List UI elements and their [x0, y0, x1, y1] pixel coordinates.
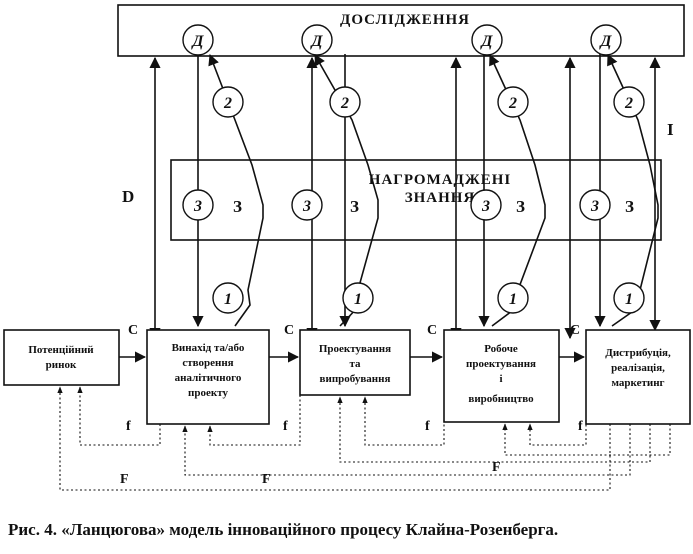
stage-2-line-1: та: [349, 358, 361, 370]
c-label-4: C: [570, 323, 580, 338]
knowledge-label-line1: НАГРОМАДЖЕНІ: [369, 172, 511, 188]
node-1-1-label: 1: [224, 291, 232, 308]
link-label-I: I: [667, 120, 674, 139]
node-1-2: [342, 282, 374, 314]
stage-box-distribution: [585, 329, 691, 425]
F-label-2: F: [262, 472, 271, 487]
node-z-4: З: [625, 197, 634, 216]
research-label: ДОСЛІДЖЕННЯ: [340, 12, 470, 28]
node-2-4-label: 2: [624, 95, 633, 112]
stage-3-line-2: і: [499, 373, 502, 385]
stage-4-line-2: маркетинг: [611, 377, 664, 389]
node-d-4-label: Д: [599, 33, 613, 50]
feedback-F-1: [57, 386, 611, 491]
node-2-3: [497, 86, 529, 118]
stage-box-production: [443, 329, 560, 423]
node-1-4: [613, 282, 645, 314]
node-3-1: [182, 189, 214, 221]
chain-linked-model-diagram: ДОСЛІДЖЕННЯ НАГРОМАДЖЕНІ ЗНАННЯ D I Д 2 …: [3, 4, 691, 491]
node-d-4: [590, 24, 622, 56]
stage-1-line-0: Винахід та/або: [172, 342, 245, 354]
F-label-3: F: [492, 460, 501, 475]
node-z-3: З: [516, 197, 525, 216]
stage-4-line-0: Дистрибуція,: [605, 347, 671, 359]
node-3-2-label: 3: [302, 198, 311, 215]
node-3-3-label: 3: [481, 198, 490, 215]
node-z-2: З: [350, 197, 359, 216]
f-label-1: f: [126, 419, 131, 434]
node-d-2: [301, 24, 333, 56]
stage-4-line-1: реалізація,: [611, 362, 665, 374]
node-d-3: [471, 24, 503, 56]
f-label-3: f: [425, 419, 430, 434]
node-3-1-label: 3: [193, 198, 202, 215]
stage-box-market: [3, 329, 120, 386]
node-d-1-label: Д: [191, 33, 205, 50]
F-label-1: F: [120, 472, 129, 487]
node-3-4: [579, 189, 611, 221]
node-2-1-label: 2: [223, 95, 232, 112]
node-1-4-label: 1: [625, 291, 633, 308]
stage-0-line-1: ринок: [46, 359, 77, 371]
node-3-2: [291, 189, 323, 221]
node-z-1: З: [233, 197, 242, 216]
stage-2-line-2: випробування: [320, 373, 391, 385]
knowledge-label-line2: ЗНАННЯ: [405, 190, 476, 206]
node-2-4: [613, 86, 645, 118]
node-2-2: [329, 86, 361, 118]
stage-3-line-1: проектування: [466, 358, 536, 370]
knowledge-box: [170, 159, 662, 241]
stage-1-line-3: проекту: [188, 387, 228, 399]
feedback-F-2: [182, 424, 631, 476]
f-label-4: f: [578, 419, 583, 434]
node-3-3: [470, 189, 502, 221]
research-box: [117, 4, 685, 57]
node-1-3-label: 1: [509, 291, 517, 308]
stage-box-invention: [146, 329, 270, 425]
feedback-f-4: [527, 420, 587, 446]
c-label-2: C: [284, 323, 294, 338]
node-2-1: [212, 86, 244, 118]
f-label-2: f: [283, 419, 288, 434]
stage-1-line-2: аналітичного: [175, 372, 242, 384]
stage-3-line-3: виробництво: [468, 393, 534, 405]
stage-0-line-0: Потенційний: [28, 344, 94, 356]
node-1-2-label: 1: [354, 291, 362, 308]
stage-box-design: [299, 329, 411, 396]
stage-2-line-0: Проектування: [319, 343, 391, 355]
feedback-f-2: [207, 395, 301, 446]
link-label-D: D: [122, 187, 134, 206]
figure-caption: Рис. 4. «Ланцюгова» модель інноваційного…: [8, 520, 559, 539]
return-path-1: [208, 53, 264, 327]
node-d-2-label: Д: [310, 33, 324, 50]
feedback-f-1: [77, 386, 161, 446]
feedback-f-3: [362, 396, 445, 446]
node-d-3-label: Д: [480, 33, 494, 50]
node-1-3: [497, 282, 529, 314]
node-2-2-label: 2: [340, 95, 349, 112]
feedback-F-3: [337, 396, 651, 463]
node-3-4-label: 3: [590, 198, 599, 215]
node-1-1: [212, 282, 244, 314]
feedback-F-4: [502, 423, 671, 456]
node-d-1: [182, 24, 214, 56]
stage-3-line-0: Робоче: [484, 343, 518, 355]
c-label-3: C: [427, 323, 437, 338]
node-2-3-label: 2: [508, 95, 517, 112]
stage-1-line-1: створення: [182, 357, 233, 369]
c-label-1: C: [128, 323, 138, 338]
